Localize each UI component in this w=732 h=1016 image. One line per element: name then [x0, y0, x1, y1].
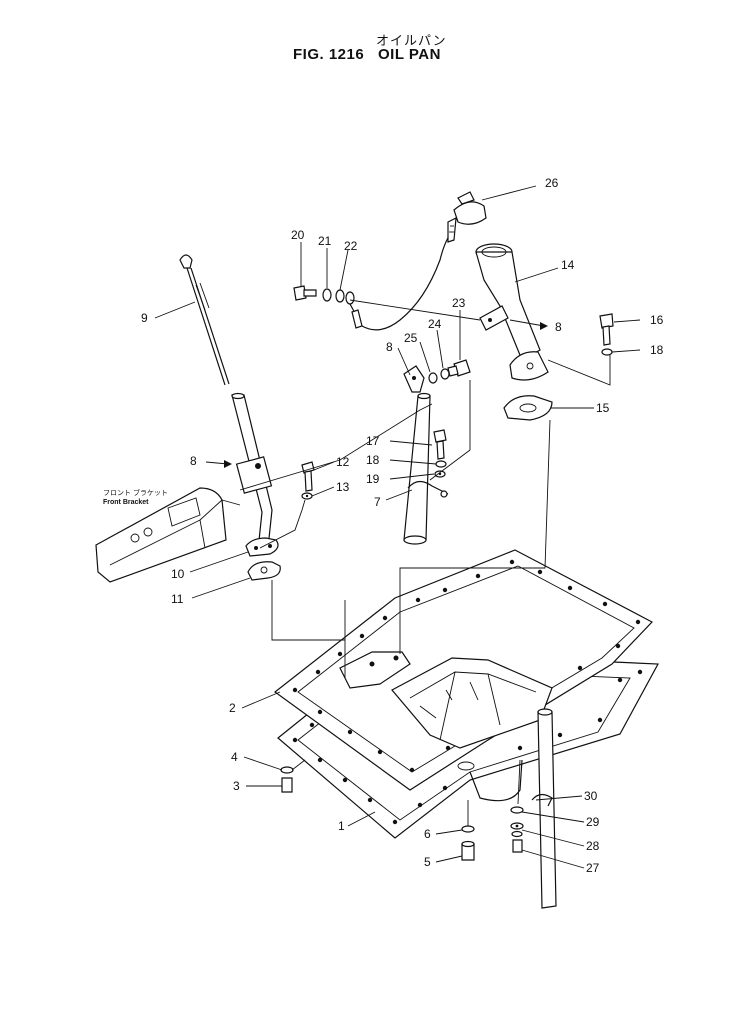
dipstick-gauge	[179, 254, 230, 386]
washer-18	[435, 460, 447, 468]
callout-8c: 8	[190, 454, 197, 468]
figure-title: OIL PAN	[378, 46, 441, 63]
callout-1: 1	[338, 819, 345, 833]
bolt-23	[447, 359, 471, 377]
callout-17: 17	[366, 434, 380, 448]
callout-13: 13	[336, 480, 350, 494]
breather-hose	[349, 231, 453, 331]
filler-tube-bracket-8	[479, 305, 509, 331]
bolt-17	[433, 429, 447, 460]
callout-12: 12	[336, 455, 350, 469]
figure-number: FIG. 1216	[293, 46, 365, 63]
callout-14: 14	[561, 258, 575, 272]
callout-22: 22	[344, 239, 358, 253]
clamp-8-center	[403, 365, 425, 393]
callout-15: 15	[596, 401, 610, 415]
callout-3: 3	[233, 779, 240, 793]
washer-4	[280, 766, 294, 774]
callout-leader-lines	[154, 185, 641, 869]
callout-28: 28	[586, 839, 600, 853]
oil-pan-sump-well	[391, 657, 553, 749]
drain-plug-5	[461, 840, 475, 861]
bolt-20	[293, 285, 317, 301]
callout-27: 27	[586, 861, 600, 875]
washer-29	[510, 806, 524, 814]
callout-8b: 8	[386, 340, 393, 354]
washer-19	[434, 470, 446, 478]
callout-10: 10	[171, 567, 185, 581]
callout-30: 30	[584, 789, 598, 803]
callout-19: 19	[366, 472, 380, 486]
title-japanese: オイルパン	[376, 33, 447, 48]
washer-28	[510, 822, 524, 838]
assembly-guide-lines	[239, 299, 611, 826]
callout-5: 5	[424, 855, 431, 869]
tube-clamp-7	[407, 480, 449, 498]
dipstick-guide-tube	[231, 392, 273, 551]
callout-9: 9	[141, 311, 148, 325]
washer-22	[335, 289, 355, 305]
callout-labels: 26 20 21 22 14 9 23 16 8 24 25 8 18 15 1…	[141, 176, 664, 875]
gasket-bolt-holes	[292, 559, 641, 773]
washer-25	[428, 372, 438, 384]
oil-filler-cap	[447, 191, 487, 243]
callout-21: 21	[318, 234, 332, 248]
callout-4: 4	[231, 750, 238, 764]
washer-13	[301, 492, 313, 500]
callout-25: 25	[404, 331, 418, 345]
callout-23: 23	[452, 296, 466, 310]
gasket-flange-plate	[339, 651, 411, 689]
callout-6: 6	[424, 827, 431, 841]
bolt-16	[599, 313, 614, 346]
clamp-arrows	[224, 322, 548, 468]
washer-16	[601, 348, 613, 356]
front-bracket-label-japanese: フロント ブラケット	[103, 490, 168, 497]
gauge-flange-gasket	[247, 561, 281, 581]
washer-21	[322, 288, 332, 302]
callout-2: 2	[229, 701, 236, 715]
front-bracket-label: Front Bracket	[103, 499, 149, 506]
callout-7: 7	[374, 495, 381, 509]
washer-24	[440, 368, 450, 380]
bolt-12	[301, 461, 315, 492]
callout-16a: 16	[650, 313, 664, 327]
callout-11: 11	[171, 592, 184, 606]
front-bracket	[95, 487, 241, 583]
washer-6	[461, 825, 475, 833]
callout-20: 20	[291, 228, 305, 242]
callout-8a: 8	[555, 320, 562, 334]
filler-tube-gasket	[503, 395, 553, 421]
callout-24: 24	[428, 317, 442, 331]
bolt-27	[512, 839, 523, 853]
callout-26: 26	[545, 176, 559, 190]
drain-plug-3	[281, 777, 293, 793]
breather-tube	[403, 392, 431, 545]
callout-18a: 18	[650, 343, 664, 357]
oil-filler-tube	[475, 243, 549, 381]
callout-18b: 18	[366, 453, 380, 467]
callout-29: 29	[586, 815, 600, 829]
